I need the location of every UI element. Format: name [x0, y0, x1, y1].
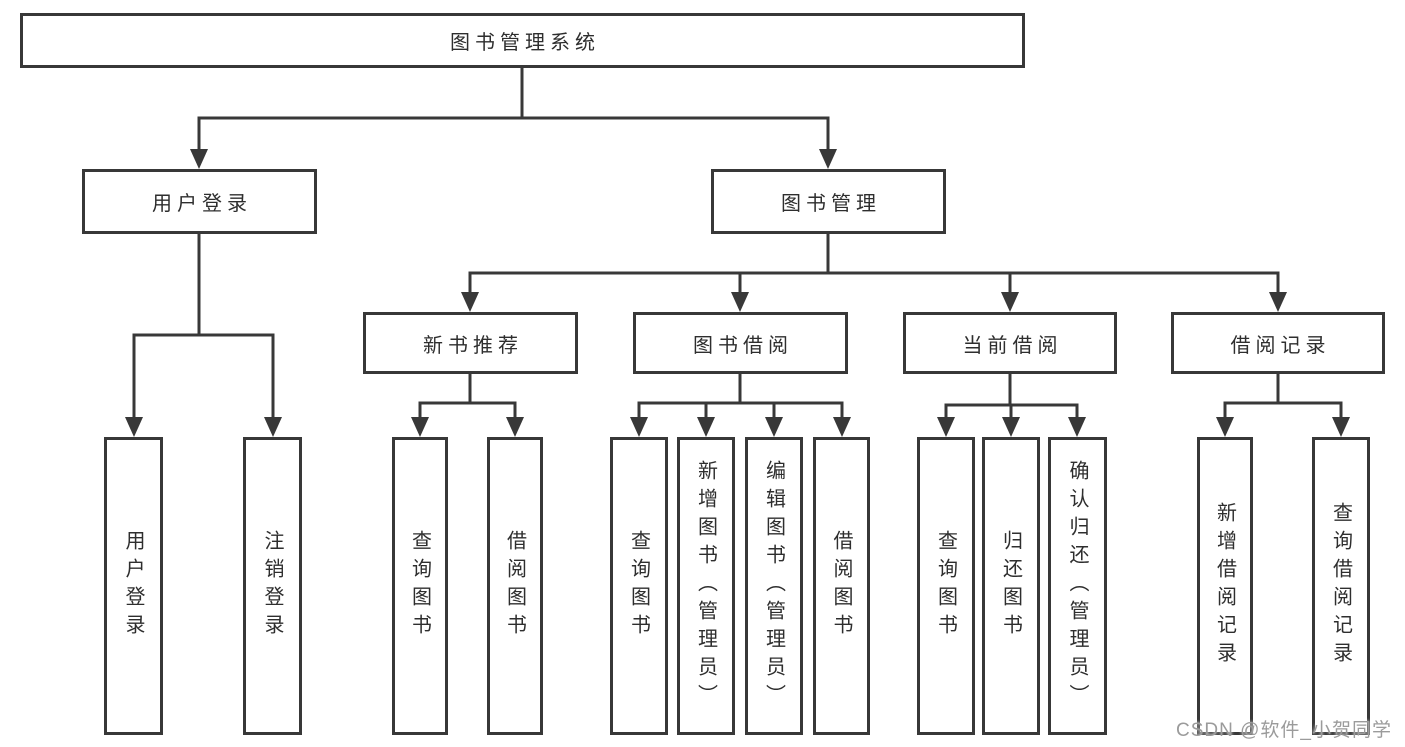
leaf-label: 新增借阅记录 [1213, 502, 1236, 670]
arrowheads [125, 149, 1350, 437]
leaf-borrow-books: 借阅图书 [813, 437, 870, 735]
leaf-label: 查询图书 [627, 530, 650, 642]
leaf-query-borrow-record: 查询借阅记录 [1312, 437, 1370, 735]
node-label: 图书借阅 [693, 334, 793, 357]
leaf-label: 新增图书（管理员） [694, 460, 717, 712]
leaf-label: 归还图书 [999, 530, 1022, 642]
leaf-label: 注销登录 [261, 530, 283, 642]
leaf-label: 用户登录 [122, 530, 144, 642]
leaf-add-borrow-record: 新增借阅记录 [1197, 437, 1253, 735]
node-user-login: 用户登录 [82, 169, 317, 234]
leaf-user-login: 用户登录 [104, 437, 163, 735]
leaf-return-books: 归还图书 [982, 437, 1040, 735]
leaf-label: 确认归还（管理员） [1066, 460, 1088, 712]
csdn-watermark: CSDN @软件_小贺同学 [1176, 720, 1392, 741]
node-label: 借阅记录 [1230, 334, 1331, 357]
leaf-confirm-return-admin: 确认归还（管理员） [1048, 437, 1107, 735]
leaf-logout: 注销登录 [243, 437, 302, 735]
leaf-edit-books-admin: 编辑图书（管理员） [745, 437, 803, 735]
leaf-label: 借阅图书 [503, 530, 526, 642]
leaf-borrow-books-recommend: 借阅图书 [487, 437, 543, 735]
node-current-borrow: 当前借阅 [903, 312, 1117, 374]
leaf-label: 编辑图书（管理员） [762, 460, 785, 712]
leaf-label: 查询借阅记录 [1329, 502, 1352, 670]
leaf-add-books-admin: 新增图书（管理员） [677, 437, 735, 735]
leaf-label: 借阅图书 [830, 530, 852, 642]
node-label: 图书管理系统 [450, 32, 600, 54]
node-system-root: 图书管理系统 [20, 13, 1025, 68]
leaf-query-books-recommend: 查询图书 [392, 437, 448, 735]
leaf-label: 查询图书 [408, 530, 431, 642]
node-label: 新书推荐 [423, 334, 523, 357]
node-new-book-recommend: 新书推荐 [363, 312, 578, 374]
node-borrow-records: 借阅记录 [1171, 312, 1385, 374]
node-book-management: 图书管理 [711, 169, 946, 234]
node-book-borrow: 图书借阅 [633, 312, 848, 374]
node-label: 当前借阅 [962, 334, 1063, 357]
node-label: 用户登录 [152, 193, 252, 215]
node-label: 图书管理 [781, 193, 881, 215]
leaf-query-books-current: 查询图书 [917, 437, 975, 735]
leaf-query-books-borrow: 查询图书 [610, 437, 668, 735]
leaf-label: 查询图书 [934, 530, 957, 642]
